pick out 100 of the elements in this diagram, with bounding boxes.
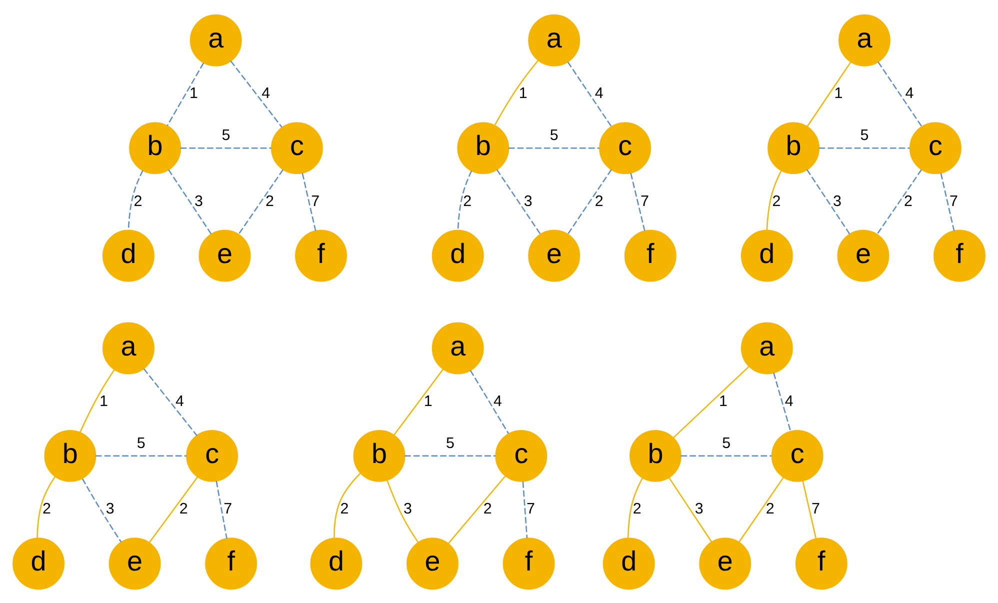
edge-label: 2 bbox=[340, 500, 349, 518]
node-circle: e bbox=[837, 229, 890, 282]
edge-label: 3 bbox=[194, 192, 203, 210]
connector bbox=[806, 61, 852, 126]
connector bbox=[216, 480, 228, 538]
connector bbox=[766, 170, 782, 230]
connector bbox=[36, 476, 56, 538]
edge-label: 2 bbox=[42, 500, 51, 518]
connector bbox=[334, 472, 361, 538]
connector bbox=[738, 476, 784, 542]
node-circle: c bbox=[270, 122, 323, 174]
node-circle: c bbox=[771, 429, 824, 482]
edge-label: 3 bbox=[106, 500, 114, 518]
node-circle: a bbox=[190, 14, 242, 66]
node-circle: d bbox=[102, 229, 154, 282]
edge-label: 5 bbox=[860, 126, 869, 144]
node-circle: e bbox=[699, 537, 752, 590]
node-circle: f bbox=[205, 537, 258, 590]
edge-label: 2 bbox=[265, 192, 274, 210]
connector bbox=[386, 479, 419, 542]
node-circle: a bbox=[528, 14, 580, 66]
connector bbox=[567, 61, 612, 126]
connector bbox=[230, 60, 282, 128]
connector bbox=[818, 146, 910, 148]
edge-label: 3 bbox=[404, 500, 412, 518]
connector bbox=[940, 172, 955, 230]
edge-label: 7 bbox=[811, 500, 820, 518]
node-circle: e bbox=[528, 229, 580, 282]
node-circle: f bbox=[934, 229, 986, 282]
edge-label: 4 bbox=[784, 392, 794, 410]
node-circle: c bbox=[909, 122, 962, 174]
node-circle: b bbox=[353, 429, 406, 482]
node-circle: f bbox=[795, 537, 848, 590]
edge-label: 7 bbox=[950, 192, 958, 210]
edge-label: 7 bbox=[311, 192, 320, 210]
connector bbox=[96, 454, 186, 456]
edge-label: 2 bbox=[483, 500, 492, 518]
node-circle: e bbox=[198, 229, 251, 282]
edge-label: 3 bbox=[833, 192, 842, 210]
edge-label: 1 bbox=[518, 84, 528, 102]
node-circle: e bbox=[108, 537, 161, 590]
node-circle: b bbox=[457, 122, 510, 174]
node-circle: b bbox=[44, 429, 96, 482]
node-circle: b bbox=[768, 122, 820, 174]
node-circle: a bbox=[102, 322, 154, 374]
connector bbox=[508, 146, 600, 148]
node-circle: d bbox=[740, 229, 793, 282]
connector bbox=[470, 369, 509, 434]
connector bbox=[773, 372, 792, 432]
connector bbox=[393, 368, 444, 435]
edge-label: 3 bbox=[524, 192, 532, 210]
connector bbox=[680, 454, 772, 456]
node-circle: d bbox=[12, 537, 64, 590]
connector bbox=[302, 172, 316, 230]
node-circle: b bbox=[129, 122, 182, 174]
connector bbox=[457, 170, 472, 230]
node-circle: d bbox=[602, 537, 655, 590]
edge-label: 7 bbox=[224, 500, 232, 518]
connector bbox=[79, 368, 116, 432]
edge-label: 4 bbox=[905, 84, 914, 102]
node-circle: b bbox=[629, 429, 682, 482]
edge-label: 4 bbox=[494, 392, 502, 410]
connector bbox=[567, 168, 612, 234]
edge-label: 5 bbox=[222, 126, 230, 144]
connector bbox=[668, 476, 712, 542]
node-circle: c bbox=[495, 429, 548, 482]
connector bbox=[148, 476, 198, 543]
edge-label: 5 bbox=[722, 434, 731, 452]
edge-label: 3 bbox=[694, 500, 704, 518]
edge-label: 2 bbox=[766, 500, 774, 518]
connector bbox=[672, 365, 750, 438]
edge-label: 1 bbox=[189, 84, 198, 102]
connector bbox=[404, 454, 496, 456]
edge-label: 4 bbox=[176, 392, 184, 410]
connector bbox=[166, 62, 204, 126]
edge-label: 2 bbox=[904, 192, 912, 210]
edge-label: 1 bbox=[100, 392, 108, 410]
edge-label: 2 bbox=[463, 192, 472, 210]
connector bbox=[802, 480, 817, 538]
node-circle: d bbox=[310, 537, 362, 590]
node-circle: c bbox=[599, 122, 652, 174]
node-circle: d bbox=[432, 229, 484, 282]
connector bbox=[238, 168, 284, 234]
edge-label: 1 bbox=[719, 392, 728, 410]
edge-label: 1 bbox=[424, 392, 432, 410]
connector bbox=[627, 477, 644, 538]
connector bbox=[806, 168, 850, 234]
edge-label: 2 bbox=[632, 500, 642, 518]
edge-label: 7 bbox=[640, 192, 649, 210]
connector bbox=[876, 168, 922, 234]
edge-label: 2 bbox=[134, 192, 142, 210]
edge-label: 5 bbox=[136, 434, 146, 452]
connector bbox=[494, 60, 538, 125]
edge-label: 7 bbox=[526, 500, 535, 518]
node-circle: f bbox=[502, 537, 555, 590]
edge-label: 4 bbox=[262, 84, 270, 102]
connector bbox=[448, 475, 506, 544]
connector bbox=[168, 168, 212, 234]
edge-label: 5 bbox=[550, 126, 558, 144]
connector bbox=[82, 478, 122, 542]
